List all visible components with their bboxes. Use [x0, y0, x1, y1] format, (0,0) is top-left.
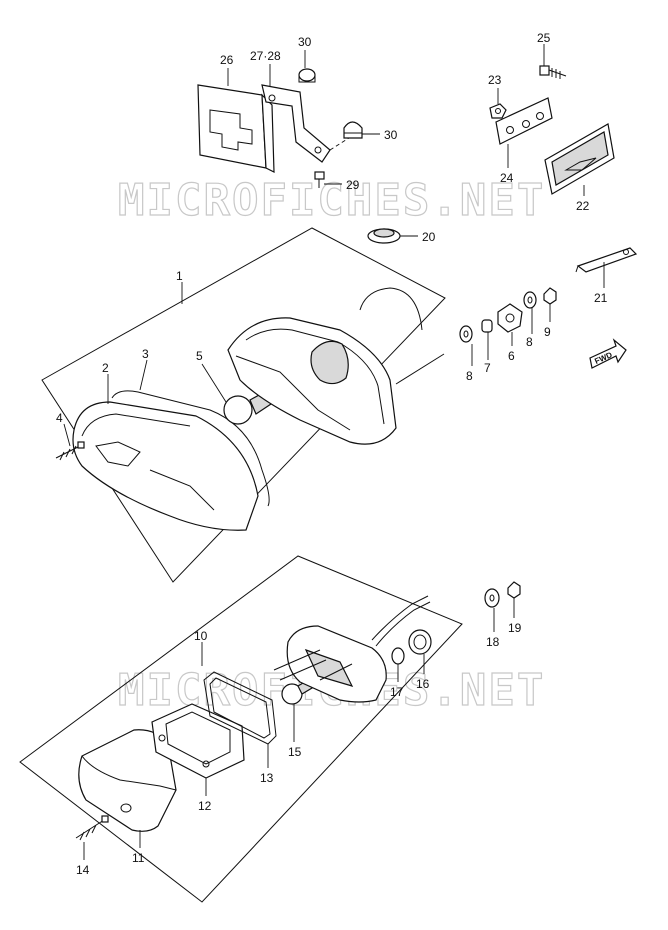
callout-3: 3: [142, 347, 149, 361]
callout-13: 13: [260, 771, 274, 785]
taillight-housing: [227, 287, 445, 445]
fwd-label: FWD: [593, 350, 614, 366]
callout-18: 18: [486, 635, 500, 649]
callout-30-top: 30: [298, 35, 312, 49]
callout-7: 7: [484, 361, 491, 375]
lens-2: [72, 401, 259, 531]
callout-19: 19: [508, 621, 522, 635]
callout-2: 2: [102, 361, 109, 375]
callout-24: 24: [500, 171, 514, 185]
grommet-20: [367, 228, 401, 244]
washer-8-right: [523, 291, 537, 309]
callout-15: 15: [288, 745, 302, 759]
nut-30-right: [343, 121, 363, 139]
screw-4: [55, 441, 85, 461]
fwd-arrow-icon: FWD: [589, 338, 627, 369]
screw-25: [539, 65, 567, 79]
callout-16: 16: [416, 677, 430, 691]
screw-14: [75, 815, 109, 841]
callout-23: 23: [488, 73, 502, 87]
gasket-13: [203, 671, 277, 745]
screw-29: [314, 171, 325, 188]
gasket-3: [111, 390, 270, 507]
bracket-plate-24: [495, 97, 553, 145]
socket-housing: [273, 595, 431, 703]
bracket-27-28: [261, 84, 353, 163]
watermark-top: MICROFICHES.NET: [118, 175, 545, 226]
callout-5: 5: [196, 349, 203, 363]
callout-27-28: 27·28: [250, 49, 281, 63]
callout-29: 29: [346, 178, 360, 192]
washer-18: [484, 588, 500, 608]
reflector-22: [544, 123, 615, 195]
lens-frame-12: [151, 703, 245, 779]
callout-12: 12: [198, 799, 212, 813]
callout-21: 21: [594, 291, 608, 305]
sleeve-17: [391, 647, 405, 665]
callout-8-left: 8: [466, 369, 473, 383]
callout-8-right: 8: [526, 335, 533, 349]
callout-10: 10: [194, 629, 208, 643]
assembly-10-frame: [19, 555, 463, 903]
nut-19: [507, 581, 521, 599]
callout-20: 20: [422, 230, 436, 244]
grommet-16: [408, 629, 432, 655]
callout-25: 25: [537, 31, 551, 45]
callout-14: 14: [76, 863, 90, 877]
leader-lines: [63, 44, 605, 860]
callout-17: 17: [390, 685, 404, 699]
lens-cover-11: [78, 729, 177, 832]
nut-9: [543, 287, 557, 305]
nut-23: [489, 103, 507, 119]
spacer-7: [481, 319, 493, 333]
assembly-1-frame: [41, 227, 446, 583]
callout-4: 4: [56, 411, 63, 425]
callout-26: 26: [220, 53, 234, 67]
reflector-26: [197, 84, 275, 173]
nut-30-top: [298, 68, 316, 83]
callout-9: 9: [544, 325, 551, 339]
washer-8-left: [459, 325, 473, 343]
callout-22: 22: [576, 199, 590, 213]
bracket-21: [575, 247, 638, 273]
callout-1: 1: [176, 269, 183, 283]
callout-6: 6: [508, 349, 515, 363]
nut-6: [497, 303, 523, 333]
callout-11: 11: [132, 851, 145, 865]
callout-30-right: 30: [384, 128, 398, 142]
